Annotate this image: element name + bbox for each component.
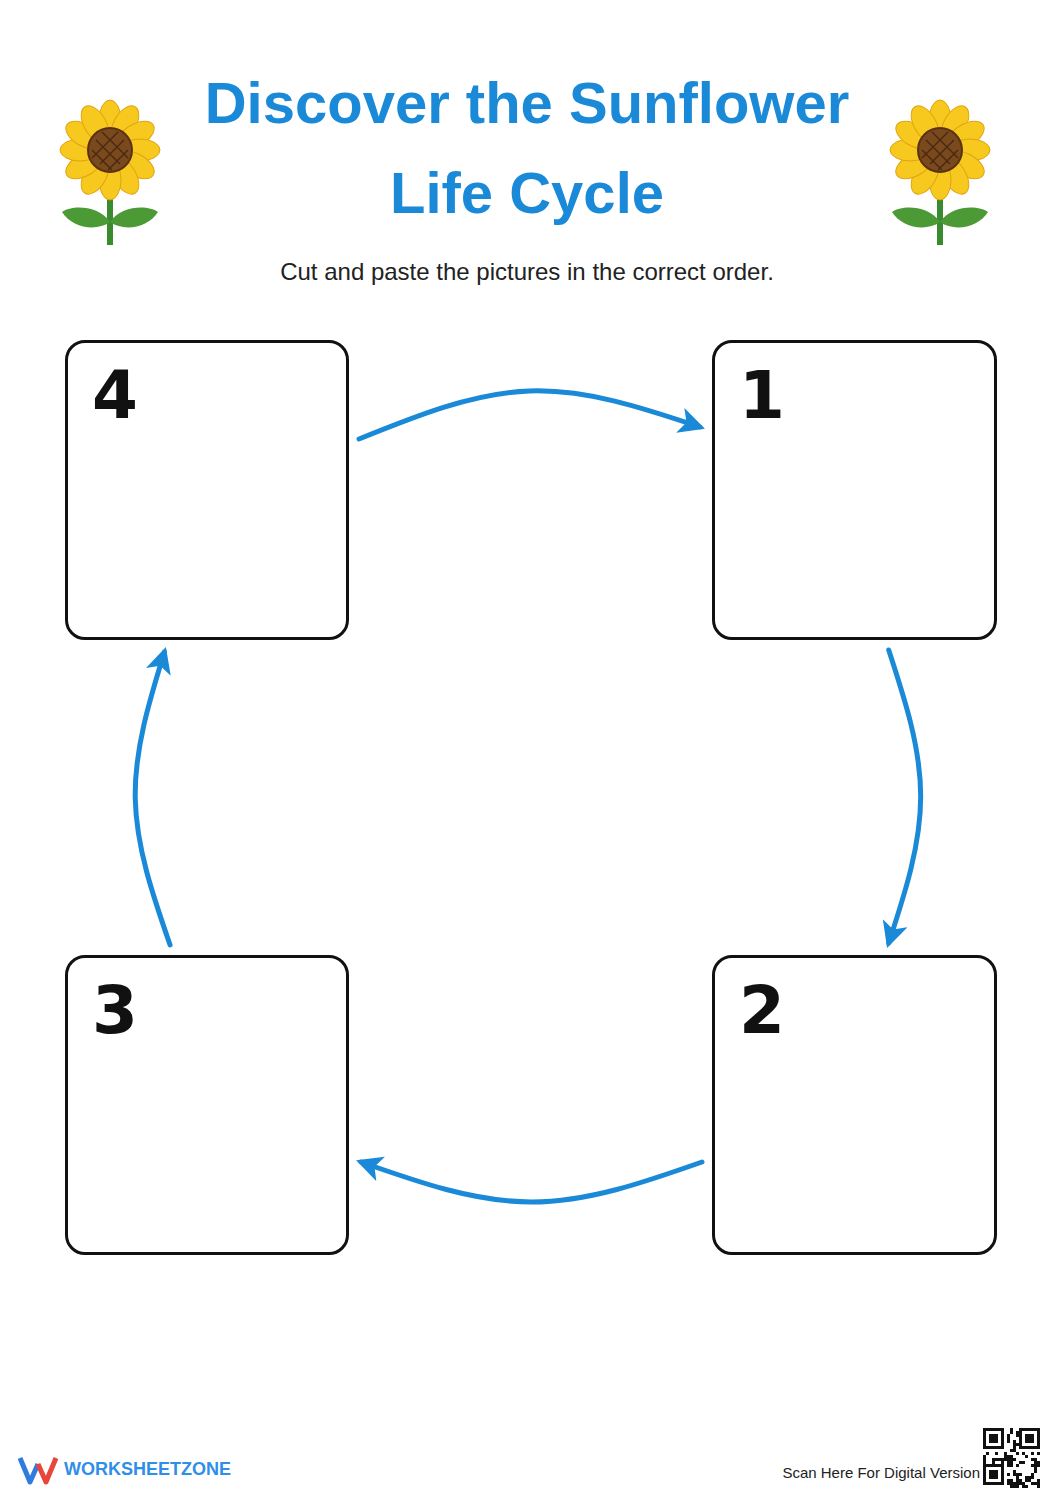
step-box: 4	[65, 340, 349, 640]
cycle-arrow	[361, 1162, 702, 1202]
step-number: 4	[92, 363, 138, 429]
cycle-arrow	[359, 391, 700, 439]
step-box: 3	[65, 955, 349, 1255]
logo-mark	[20, 1458, 56, 1482]
title: Discover the Sunflower Life Cycle	[187, 58, 867, 238]
step-number: 3	[92, 978, 138, 1044]
step-box: 1	[712, 340, 997, 640]
sunflower-icon	[890, 100, 990, 245]
step-number: 1	[739, 363, 785, 429]
sunflower-icon	[60, 100, 160, 245]
step-box: 2	[712, 955, 997, 1255]
qr-caption: Scan Here For Digital Version	[700, 1464, 980, 1482]
instruction: Cut and paste the pictures in the correc…	[100, 258, 954, 287]
brand-logo: WORKSHEETZONE	[64, 1459, 304, 1481]
cycle-arrow	[135, 652, 170, 945]
cycle-arrow	[889, 650, 921, 943]
step-number: 2	[739, 978, 785, 1044]
qr-code	[983, 1428, 1040, 1488]
